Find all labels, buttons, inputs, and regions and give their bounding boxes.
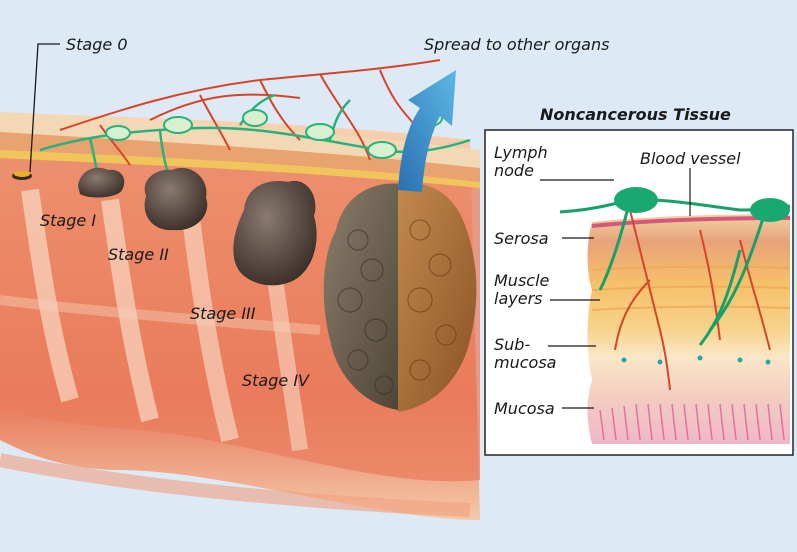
- label-lymph-line2: node: [494, 162, 548, 180]
- label-muscle-line1: Muscle: [494, 272, 549, 290]
- label-stage-4: Stage IV: [242, 372, 309, 390]
- label-sub-line1: Sub-: [494, 336, 556, 354]
- label-sub-line2: mucosa: [494, 354, 556, 372]
- label-stage-2: Stage II: [108, 246, 169, 264]
- inset-title: Noncancerous Tissue: [540, 106, 731, 124]
- label-mucosa: Mucosa: [494, 400, 555, 418]
- label-lymph-line1: Lymph: [494, 144, 548, 162]
- label-submucosa: Sub- mucosa: [494, 336, 556, 372]
- label-muscle-line2: layers: [494, 290, 549, 308]
- label-spread: Spread to other organs: [424, 36, 609, 54]
- label-serosa: Serosa: [494, 230, 549, 248]
- tumor-stage-2: [145, 168, 208, 230]
- label-stage-0: Stage 0: [66, 36, 128, 54]
- label-blood-vessel: Blood vessel: [640, 150, 741, 168]
- label-stage-3: Stage III: [190, 305, 255, 323]
- label-stage-1: Stage I: [40, 212, 96, 230]
- label-lymph-node: Lymph node: [494, 144, 548, 180]
- label-muscle-layers: Muscle layers: [494, 272, 549, 308]
